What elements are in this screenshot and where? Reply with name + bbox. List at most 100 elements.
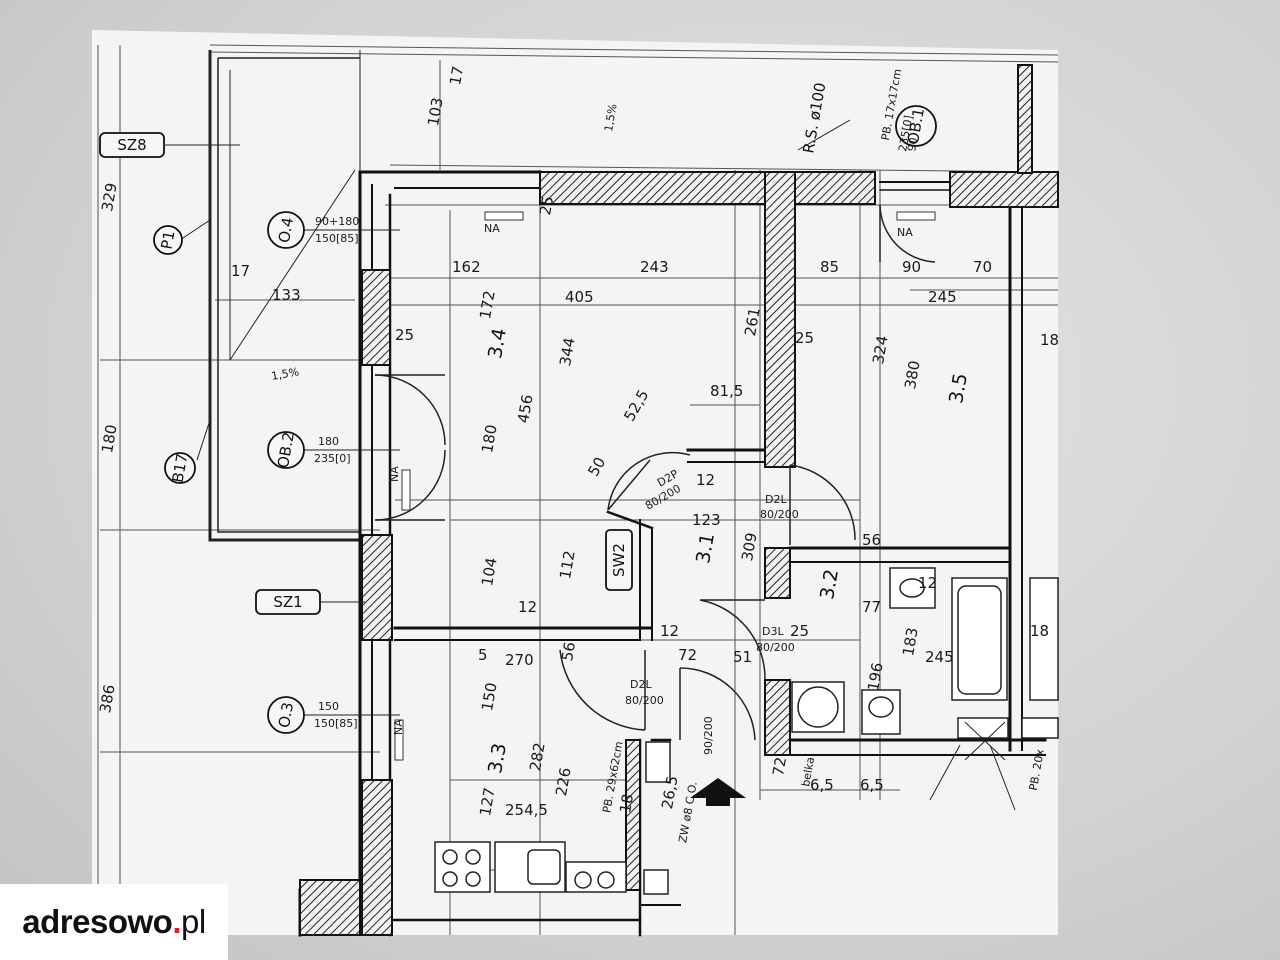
window-ob2-a: 180 xyxy=(318,435,339,448)
dim-270: 270 xyxy=(505,651,534,669)
dim-25d: 25 xyxy=(790,622,809,640)
dim-183: 183 xyxy=(899,626,922,657)
dim-56a: 56 xyxy=(862,531,881,549)
dim-17a: 17 xyxy=(446,65,467,87)
tag-sz8: SZ8 xyxy=(117,136,146,154)
door-d2l-a: D2L xyxy=(765,493,787,506)
dim-196: 196 xyxy=(864,661,887,692)
dim-329: 329 xyxy=(98,181,121,212)
dim-6-5b: 6,5 xyxy=(860,776,884,794)
balcony-outline xyxy=(208,50,361,542)
dim-172: 172 xyxy=(476,289,499,320)
room-3-4: 3.4 xyxy=(484,327,511,361)
window-o3-a: 150 xyxy=(318,700,339,713)
dim-245a: 245 xyxy=(928,288,957,306)
logo-tld: pl xyxy=(181,903,206,940)
dim-245b: 245 xyxy=(925,648,954,666)
room-numbers: 3.4 3.5 3.1 3.2 3.3 xyxy=(484,327,972,776)
dim-226: 226 xyxy=(552,766,575,797)
tag-sz1: SZ1 xyxy=(273,593,302,611)
dim-18c: 18 xyxy=(616,793,637,815)
dim-18a: 18 xyxy=(1040,331,1059,349)
dim-261: 261 xyxy=(741,306,764,337)
dim-77: 77 xyxy=(862,598,881,616)
tag-o3: O.3 xyxy=(275,701,297,729)
dim-25c: 25 xyxy=(795,329,814,347)
tag-p1: P1 xyxy=(158,229,179,250)
dim-85: 85 xyxy=(820,258,839,276)
entry-arrow xyxy=(690,778,746,806)
dim-6-5a: 6,5 xyxy=(810,776,834,794)
note-na-left: NA xyxy=(388,466,401,482)
window-o3-b: 150[85] xyxy=(314,717,358,730)
element-tags xyxy=(99,105,937,734)
radiators xyxy=(394,211,936,761)
door-swings xyxy=(374,204,936,741)
dim-25b: 25 xyxy=(395,326,414,344)
note-na-right: NA xyxy=(897,226,913,239)
window-labels: 90+180 150[85] 180 235[0] 150 150[85] 90… xyxy=(314,114,920,730)
room-3-3: 3.3 xyxy=(484,742,511,776)
note-na-bottom: NA xyxy=(392,719,405,735)
dim-5: 5 xyxy=(478,646,488,664)
drawing-sheet xyxy=(92,30,1058,935)
dim-12c: 12 xyxy=(918,574,937,592)
dim-51: 51 xyxy=(733,648,752,666)
dim-56b: 56 xyxy=(558,641,579,663)
note-slope-top: 1,5% xyxy=(602,103,620,133)
dim-26-5: 26,5 xyxy=(658,774,682,810)
room-3-2: 3.2 xyxy=(816,568,843,602)
door-d3l: D3L xyxy=(762,625,784,638)
dim-405: 405 xyxy=(565,288,594,306)
dim-104: 104 xyxy=(478,556,501,587)
dim-324: 324 xyxy=(869,334,892,365)
dim-456: 456 xyxy=(514,393,537,424)
door-d3l-size: 80/200 xyxy=(756,641,795,654)
tag-o4: O.4 xyxy=(275,216,297,244)
dim-150: 150 xyxy=(478,681,501,712)
door-d2l-b: D2L xyxy=(630,678,652,691)
dim-12a: 12 xyxy=(696,471,715,489)
dim-70: 70 xyxy=(973,258,992,276)
window-o4-b: 150[85] xyxy=(315,232,359,245)
window-o4-a: 90+180 xyxy=(315,215,359,228)
tag-sw2: SW2 xyxy=(610,543,628,577)
dim-380: 380 xyxy=(901,359,924,390)
dim-81-5: 81,5 xyxy=(710,382,743,400)
dim-90: 90 xyxy=(902,258,921,276)
note-na-top: NA xyxy=(484,222,500,235)
door-d2l-b-size: 80/200 xyxy=(625,694,664,707)
grid-lines xyxy=(97,44,1059,935)
dim-12d: 12 xyxy=(660,622,679,640)
logo-main-text: adresowo xyxy=(22,903,173,940)
dim-127: 127 xyxy=(476,786,499,817)
leader-lines xyxy=(165,119,1016,811)
note-slope-balcony: 1,5% xyxy=(270,365,300,383)
dim-243: 243 xyxy=(640,258,669,276)
dim-18b: 18 xyxy=(1030,622,1049,640)
dim-180b: 180 xyxy=(478,423,501,454)
dim-72b: 72 xyxy=(769,756,790,778)
dim-254-5: 254,5 xyxy=(505,801,548,819)
dim-123: 123 xyxy=(692,511,721,529)
note-belka: belka xyxy=(799,756,817,788)
door-entry-size: 90/200 xyxy=(702,716,715,755)
dim-162: 162 xyxy=(452,258,481,276)
window-ob1-b: 235[0] xyxy=(896,114,915,152)
logo-dot: . xyxy=(172,903,182,940)
window-ob1-a: 90 xyxy=(905,136,920,152)
structural-walls xyxy=(299,64,1059,936)
room-3-5: 3.5 xyxy=(945,372,972,406)
dim-180a: 180 xyxy=(98,423,121,454)
dim-309: 309 xyxy=(738,531,761,562)
dim-25a: 25 xyxy=(536,195,557,217)
door-d2l-a-size: 80/200 xyxy=(760,508,799,521)
dim-133: 133 xyxy=(272,286,301,304)
dim-282: 282 xyxy=(526,741,549,772)
dim-17b: 17 xyxy=(231,262,250,280)
dim-112: 112 xyxy=(556,549,579,580)
adresowo-logo[interactable]: adresowo.pl xyxy=(0,884,228,960)
dim-103: 103 xyxy=(424,96,447,127)
dim-12b: 12 xyxy=(518,598,537,616)
